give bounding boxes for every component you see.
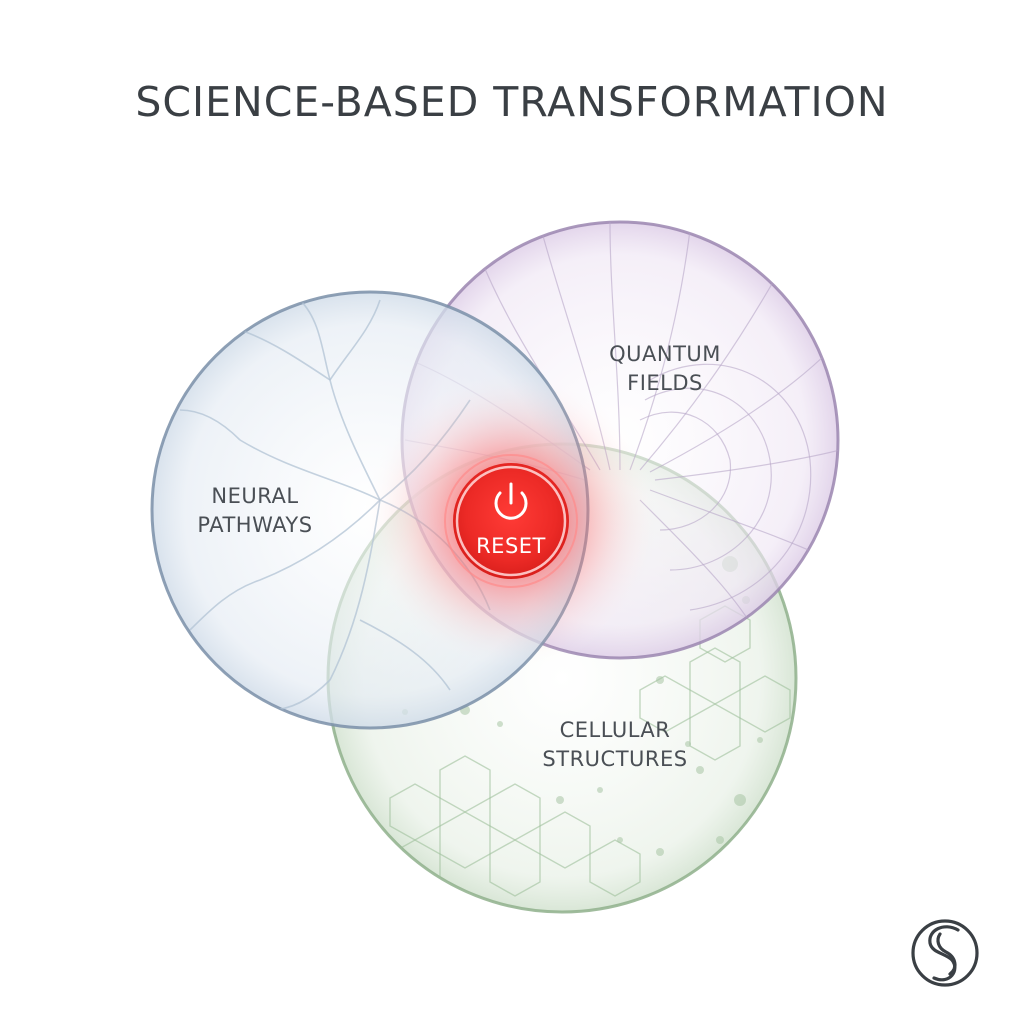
neural-pathways-label: NEURAL PATHWAYS: [197, 484, 313, 537]
s-circle-logo-icon: [911, 919, 979, 987]
power-icon: [494, 482, 528, 520]
cellular-structures-label: CELLULAR STRUCTURES: [542, 718, 688, 771]
reset-button-graphic: [444, 454, 578, 588]
reset-button[interactable]: RESET: [446, 456, 576, 586]
page-title: SCIENCE-BASED TRANSFORMATION: [135, 78, 889, 126]
reset-label: RESET: [476, 534, 546, 558]
quantum-fields-label: QUANTUM FIELDS: [609, 342, 721, 395]
